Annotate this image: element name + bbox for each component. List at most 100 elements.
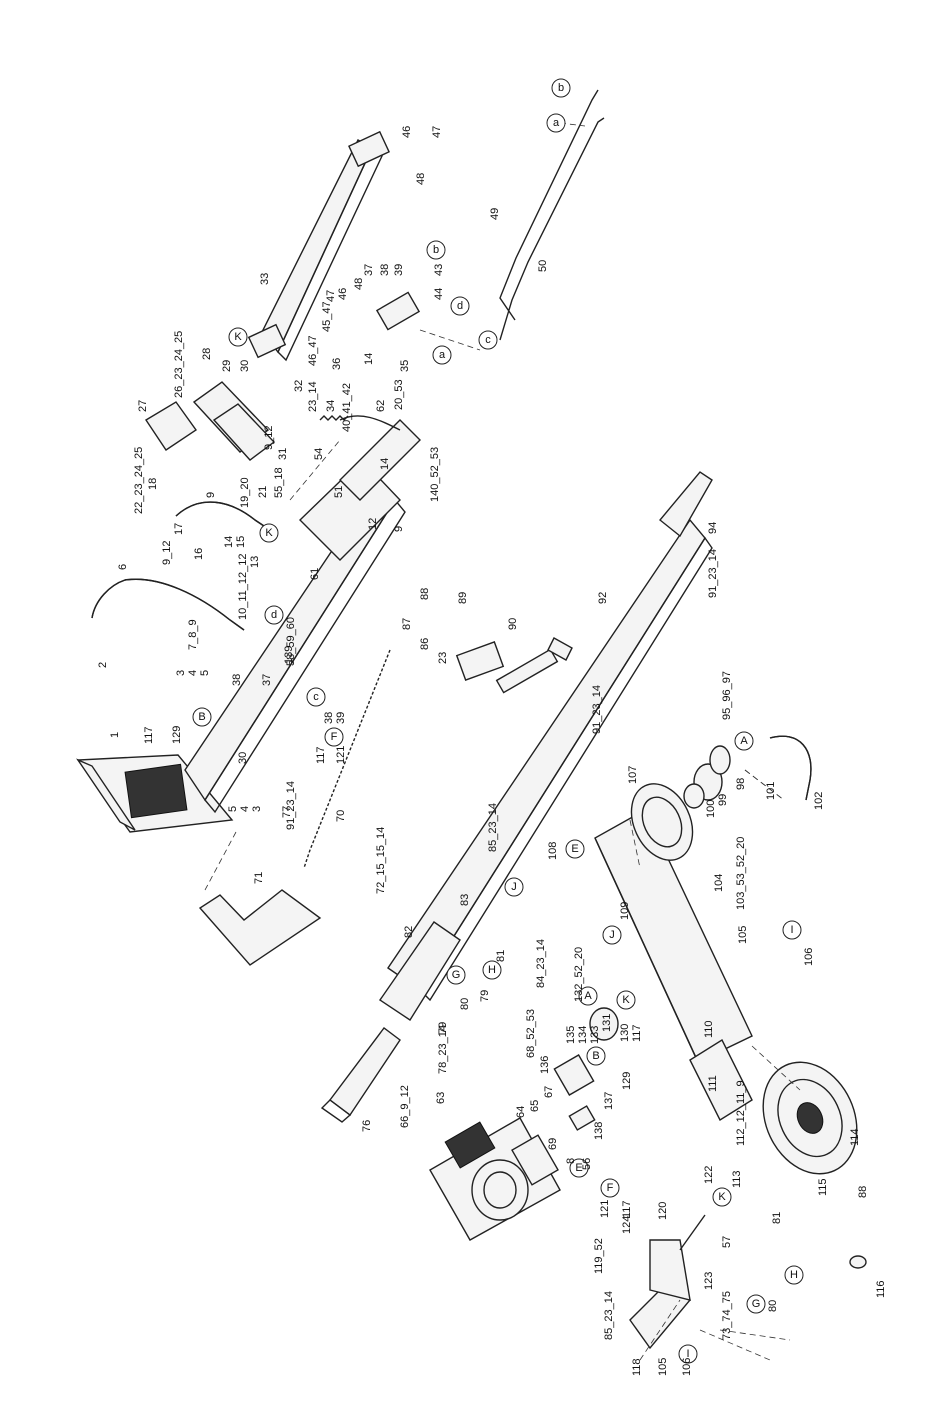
- label: 23_14: [307, 381, 319, 412]
- label: 111: [707, 1075, 719, 1092]
- svg-text:K: K: [718, 1191, 726, 1203]
- svg-text:a: a: [553, 117, 560, 129]
- callout-Z-axle: E: [565, 839, 585, 859]
- label: 50: [537, 260, 549, 272]
- callout-H-frame: H: [482, 960, 502, 980]
- callout-F-valve: F: [600, 1178, 620, 1198]
- label: 12: [367, 518, 379, 530]
- label: 19_20: [239, 477, 251, 508]
- beam-assembly: [76, 130, 421, 833]
- label: 9: [205, 492, 217, 498]
- callout-A-pump: A: [578, 986, 598, 1006]
- label: 10_11_12_12: [237, 554, 249, 620]
- label: 112_12_11_9: [735, 1080, 747, 1146]
- label: 39: [335, 712, 347, 724]
- label: 38: [231, 674, 243, 686]
- label: 9: [393, 526, 405, 532]
- label: 80: [767, 1300, 779, 1312]
- label: 65: [529, 1100, 541, 1112]
- label: 77: [281, 806, 293, 818]
- label: 39: [393, 264, 405, 276]
- label: 106: [681, 1358, 693, 1376]
- svg-text:d: d: [457, 300, 463, 312]
- label: 130: [619, 1024, 631, 1042]
- label: 132_52_20: [573, 947, 585, 1002]
- callout-K-top: K: [228, 327, 248, 347]
- label: 49: [489, 208, 501, 220]
- label: 106: [803, 948, 815, 966]
- label: 5: [199, 670, 211, 676]
- svg-text:I: I: [790, 924, 793, 936]
- label: 136: [539, 1056, 551, 1074]
- control-valve: [629, 1214, 706, 1350]
- label: 67: [543, 1086, 555, 1098]
- part-number-labels: 1 2 6 3 4 5 7_8_9 10_11_12_12 13 14 15 1…: [97, 126, 887, 1376]
- label: 38: [379, 264, 391, 276]
- label: 58_59_60: [285, 617, 297, 666]
- label: 129: [171, 726, 183, 744]
- label: 117: [143, 726, 155, 744]
- svg-text:c: c: [313, 691, 319, 703]
- callout-a-rod: a: [546, 113, 566, 133]
- label: 46: [337, 288, 349, 300]
- label: 9_12: [161, 541, 173, 565]
- svg-text:J: J: [511, 881, 517, 893]
- label: 94: [707, 522, 719, 534]
- label: 118: [631, 1358, 643, 1376]
- label: 45_47: [321, 301, 333, 332]
- svg-text:H: H: [790, 1269, 798, 1281]
- label: 36: [331, 358, 343, 370]
- callout-I-valve: I: [678, 1344, 698, 1364]
- label: 33: [259, 273, 271, 285]
- label: 56: [581, 1158, 593, 1170]
- label: 29: [221, 360, 233, 372]
- label: 138: [593, 1122, 605, 1140]
- label: 64: [515, 1106, 527, 1118]
- svg-text:K: K: [265, 527, 273, 539]
- label: 124: [621, 1216, 633, 1234]
- label: 2: [97, 662, 109, 668]
- label: 22_23_24_25: [133, 447, 145, 514]
- svg-text:b: b: [558, 82, 564, 94]
- label: 121: [599, 1200, 611, 1218]
- label: 85_23_14: [603, 1291, 615, 1340]
- label: 14: [363, 353, 375, 365]
- label: 51: [333, 486, 345, 498]
- label: 89: [457, 592, 469, 604]
- svg-text:c: c: [485, 334, 491, 346]
- label: 103_53_52_20: [735, 837, 747, 910]
- pump-assembly: [553, 1007, 619, 1131]
- label: 91_23_14: [707, 549, 719, 598]
- svg-text:F: F: [607, 1182, 614, 1194]
- label: 137: [603, 1092, 615, 1110]
- label: 81: [495, 950, 507, 962]
- callout-K-valve: K: [712, 1187, 732, 1207]
- callout-b-valve: b: [426, 240, 446, 260]
- tow-handle-rods: [499, 89, 605, 341]
- frame-assembly: [320, 471, 713, 1123]
- svg-text:J: J: [609, 929, 615, 941]
- tie-chain: [303, 649, 391, 869]
- label: 115: [817, 1178, 829, 1196]
- callout-G-valve: G: [746, 1294, 766, 1314]
- label: 109: [619, 902, 631, 920]
- engine: [429, 1117, 561, 1241]
- label: 79: [479, 990, 491, 1002]
- label: 98: [735, 778, 747, 790]
- label: 91_23_14: [285, 781, 297, 830]
- label: 26_23_24_25: [173, 331, 185, 398]
- label: 9_12: [263, 426, 275, 450]
- label: 84_23_14: [535, 939, 547, 988]
- callout-d-upper: d: [264, 605, 284, 625]
- label: 48: [415, 173, 427, 185]
- label: 47: [431, 126, 443, 138]
- label: 34: [325, 400, 337, 412]
- label: 46: [401, 126, 413, 138]
- svg-text:K: K: [622, 994, 630, 1006]
- label: 15: [235, 536, 247, 548]
- svg-text:b: b: [433, 244, 439, 256]
- label: 30: [239, 360, 251, 372]
- assembly-link-lines: [204, 122, 801, 1361]
- callout-Z-pump: E: [569, 1158, 589, 1178]
